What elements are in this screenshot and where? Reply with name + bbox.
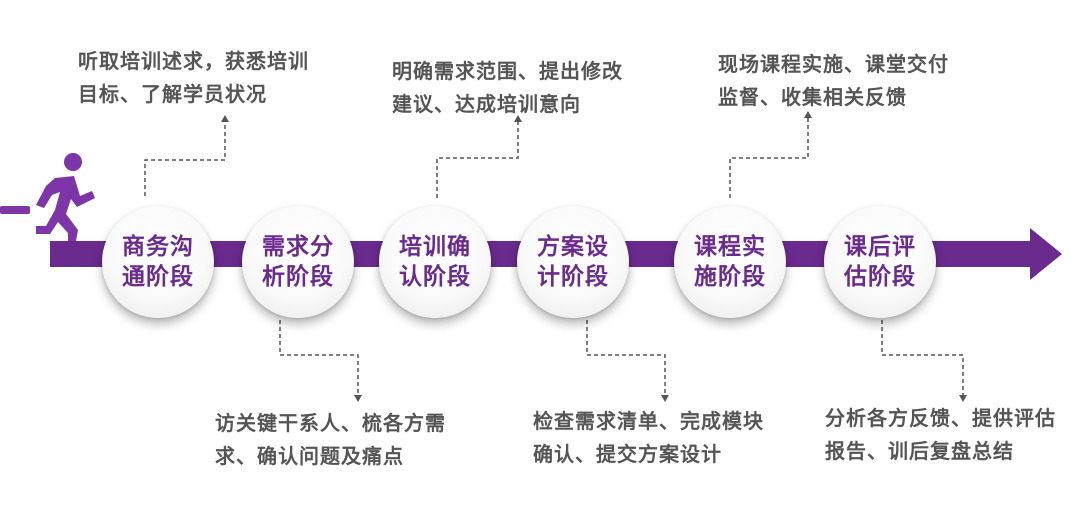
stage-label: 需求分析阶段 [262, 234, 334, 290]
timeline-arrow-head [1030, 228, 1062, 280]
stage-circle-needs-analysis: 需求分析阶段 [242, 206, 354, 318]
stage-circle-post-evaluation: 课后评估阶段 [824, 206, 936, 318]
stage-circle-course-delivery: 课程实施阶段 [674, 206, 786, 318]
connector-arrowhead-icon [354, 395, 362, 402]
connector-lines [144, 111, 967, 402]
connector-line [729, 118, 809, 198]
connector-arrowhead-icon [514, 115, 522, 122]
stage-label: 方案设计阶段 [537, 234, 609, 290]
stage-note-post-evaluation: 分析各方反馈、提供评估报告、训后复盘总结 [825, 406, 1056, 463]
stage-label: 商务沟通阶段 [122, 234, 194, 290]
connector-line [279, 320, 359, 395]
stage-note-course-delivery: 现场课程实施、课堂交付监督、收集相关反馈 [718, 52, 949, 109]
connector-line [436, 122, 519, 198]
connector-line [586, 320, 666, 395]
connector-arrowhead-icon [959, 395, 967, 402]
connector-line [144, 122, 226, 196]
stage-label: 培训确认阶段 [399, 234, 471, 290]
stage-label: 课程实施阶段 [694, 234, 766, 290]
stage-circle-training-confirmation: 培训确认阶段 [379, 206, 491, 318]
connector-line [881, 320, 964, 395]
running-person-icon [0, 153, 95, 241]
connector-arrowhead-icon [661, 395, 669, 402]
stage-note-plan-design: 检查需求清单、完成模块确认、提交方案设计 [533, 409, 764, 466]
stage-note-needs-analysis: 访关键干系人、梳各方需求、确认问题及痛点 [215, 411, 446, 468]
stage-circle-business-communication: 商务沟通阶段 [102, 206, 214, 318]
connector-arrowhead-icon [804, 111, 812, 118]
stage-note-business-communication: 听取培训述求，获悉培训目标、了解学员状况 [78, 49, 309, 106]
stage-note-training-confirmation: 明确需求范围、提出修改建议、达成培训意向 [392, 59, 623, 116]
stage-label: 课后评估阶段 [844, 234, 916, 290]
connector-arrowhead-icon [221, 115, 229, 122]
stage-circle-plan-design: 方案设计阶段 [517, 206, 629, 318]
